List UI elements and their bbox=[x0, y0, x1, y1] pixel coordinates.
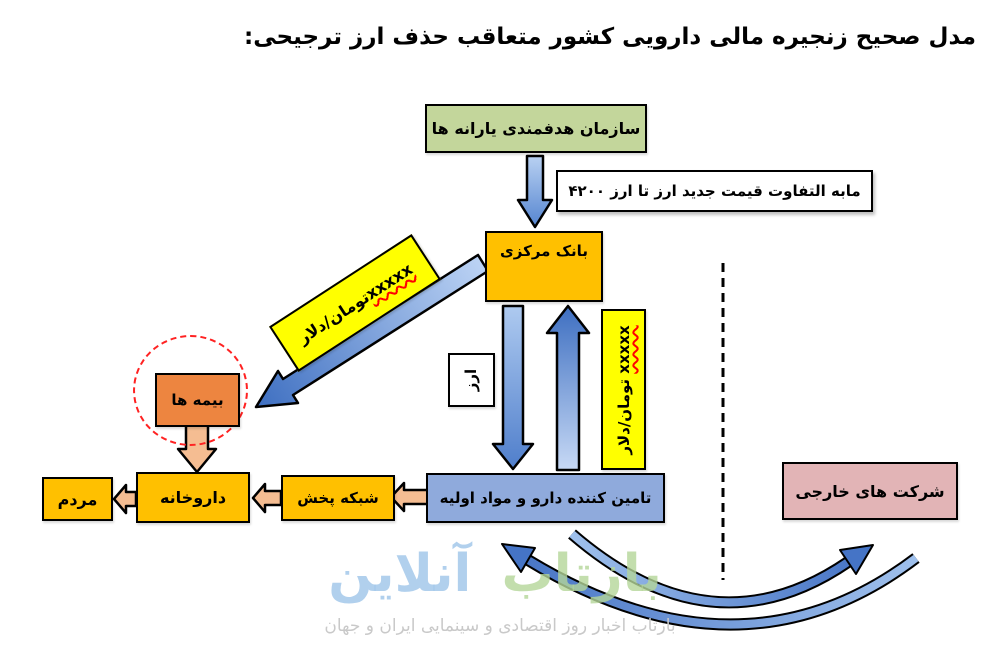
arrow-foreign-to-supplier bbox=[501, 543, 920, 631]
currency-box: ارز bbox=[448, 353, 495, 407]
arrow-pharmacy-to-people bbox=[112, 483, 138, 515]
pharmacy-box: داروخانه bbox=[136, 472, 250, 523]
central-bank-label: بانک مرکزی bbox=[500, 242, 588, 260]
arrow-bank-to-supplier-currency bbox=[491, 304, 535, 471]
foreign-companies-box: شرکت های خارجی bbox=[782, 462, 958, 520]
price-diff-note-label: مابه التفاوت قیمت جدید ارز تا ارز ۴۲۰۰ bbox=[568, 182, 861, 200]
people-box: مردم bbox=[42, 477, 113, 521]
insurance-highlight-circle bbox=[133, 335, 248, 446]
insurances-box: بیمه ها bbox=[155, 373, 240, 427]
distribution-network-label: شبکه پخش bbox=[297, 489, 379, 507]
central-bank-box: بانک مرکزی bbox=[485, 231, 603, 302]
price-diff-note-box: مابه التفاوت قیمت جدید ارز تا ارز ۴۲۰۰ bbox=[556, 170, 873, 212]
subsidies-org-label: سازمان هدفمندی یارانه ها bbox=[431, 119, 641, 138]
arrow-supplier-to-network bbox=[389, 481, 431, 513]
arrow-bank-to-insurances bbox=[254, 253, 490, 409]
arrow-supplier-to-bank-payment bbox=[545, 304, 591, 472]
rate-label-vertical: xxxxx تومان/دلار bbox=[601, 309, 646, 470]
foreign-companies-label: شرکت های خارجی bbox=[795, 481, 945, 501]
rate-vertical-x: xxxxx bbox=[614, 324, 633, 374]
arrow-subsidies-to-bank bbox=[516, 154, 554, 229]
diagram-title: مدل صحیح زنجیره مالی دارویی کشور متعاقب … bbox=[244, 24, 976, 50]
rate-diagonal-x: xxxxx bbox=[362, 258, 416, 304]
supplier-box: تامین کننده دارو و مواد اولیه bbox=[426, 473, 665, 523]
supplier-label: تامین کننده دارو و مواد اولیه bbox=[439, 489, 652, 507]
people-label: مردم bbox=[57, 489, 98, 509]
distribution-network-box: شبکه پخش bbox=[281, 475, 395, 521]
arrow-network-to-pharmacy bbox=[251, 482, 283, 514]
currency-label: ارز bbox=[462, 368, 481, 392]
arrow-supplier-to-foreign bbox=[568, 529, 874, 609]
insurances-label: بیمه ها bbox=[171, 391, 224, 409]
rate-vertical-unit: تومان/دلار bbox=[614, 373, 633, 455]
subsidies-org-box: سازمان هدفمندی یارانه ها bbox=[425, 104, 647, 153]
pharmacy-label: داروخانه bbox=[159, 488, 227, 507]
